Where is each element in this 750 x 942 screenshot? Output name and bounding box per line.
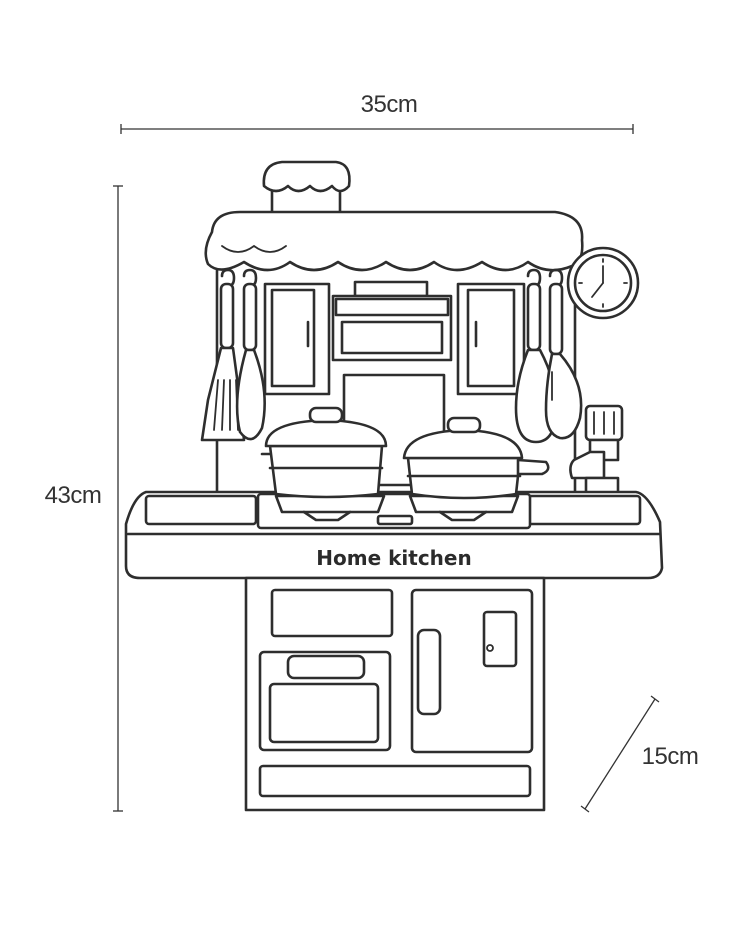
depth-dimension: 15cm <box>580 695 699 813</box>
product-label: Home kitchen <box>316 546 471 570</box>
spoon-icon <box>544 282 583 440</box>
width-dimension: 35cm <box>120 91 634 134</box>
wall-clock-icon <box>566 246 640 320</box>
spatula-icon <box>200 282 246 442</box>
base-cabinet <box>244 576 546 812</box>
hood-canopy <box>204 210 584 272</box>
kitchen-illustration: Home kitchen <box>124 160 664 812</box>
pot-left-icon <box>260 406 388 499</box>
depth-label: 15cm <box>642 743 699 770</box>
width-label: 35cm <box>361 91 418 118</box>
height-label: 43cm <box>45 482 102 509</box>
height-dimension: 43cm <box>45 185 123 812</box>
upper-cabinet-right <box>456 282 526 396</box>
stove-top <box>256 492 532 530</box>
whisk-icon <box>235 282 266 441</box>
upper-cabinet-left <box>263 282 331 396</box>
chimney <box>262 160 351 218</box>
pot-right-icon <box>402 416 550 500</box>
